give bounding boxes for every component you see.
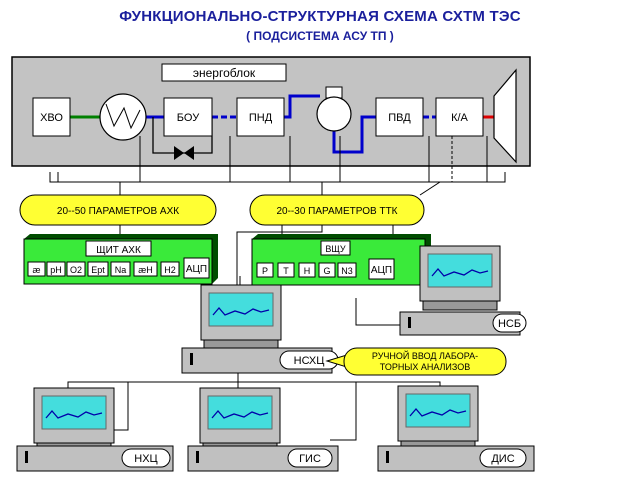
equipment-hvo-label: ХВО xyxy=(40,112,63,124)
monitor-icon xyxy=(397,385,479,451)
param-ttk-label: 20--30 ПАРАМЕТРОВ ТТК xyxy=(276,206,397,217)
computer-dis-label: ДИС xyxy=(491,453,514,465)
computer-nhc: НХЦ xyxy=(16,387,174,472)
sensor-ahk-1: æ xyxy=(32,265,40,275)
computer-nsb: НСБ xyxy=(399,245,527,336)
computer-nsb-label: НСБ xyxy=(498,318,521,330)
monitor-icon xyxy=(200,284,282,350)
monitor-icon xyxy=(419,245,501,311)
monitor-icon xyxy=(199,387,281,453)
manual-entry-line2: ТОРНЫХ АНАЛИЗОВ xyxy=(380,362,470,372)
sensor-ahk-7: H2 xyxy=(164,265,176,275)
manual-entry-badge: РУЧНОЙ ВВОД ЛАБОРА- ТОРНЫХ АНАЛИЗОВ xyxy=(325,347,507,376)
sensor-ahk-3: O2 xyxy=(70,265,82,275)
adc-vshu: АЦП xyxy=(371,265,392,276)
computer-gis-label: ГИС xyxy=(299,453,321,465)
computer-nhc-label: НХЦ xyxy=(134,453,157,465)
param-ahk-badge: 20--50 ПАРАМЕТРОВ АХК xyxy=(19,194,217,226)
manual-entry-line1: РУЧНОЙ ВВОД ЛАБОРА- xyxy=(372,350,478,361)
equipment-pnd-label: ПНД xyxy=(249,112,273,124)
panel-vshu: ВЩУ P T H G N3 АЦП xyxy=(251,234,431,286)
equipment-ka-label: К/А xyxy=(451,112,468,124)
sensor-ahk-2: pH xyxy=(50,265,62,275)
computer-gis: ГИС xyxy=(187,387,339,472)
diagram-subtitle: ( ПОДСИСТЕМА АСУ ТП ) xyxy=(246,29,394,43)
computer-nshc: НСХЦ xyxy=(181,284,339,374)
heat-exchanger xyxy=(99,93,147,141)
pipelines xyxy=(70,94,494,154)
panel-ahk: ЩИТ АХК æ pH O2 Ept Na æН H2 АЦП xyxy=(23,234,218,285)
computer-nshc-label: НСХЦ xyxy=(294,355,325,367)
param-ahk-label: 20--50 ПАРАМЕТРОВ АХК xyxy=(57,206,179,217)
equipment-pvd-label: ПВД xyxy=(388,112,411,124)
param-ttk-badge: 20--30 ПАРАМЕТРОВ ТТК xyxy=(249,194,425,226)
vshu-sensor-row: P T H G N3 АЦП xyxy=(256,258,395,280)
valve-icon xyxy=(174,146,194,160)
panel-ahk-label: ЩИТ АХК xyxy=(96,245,141,256)
sensor-vshu-1: P xyxy=(262,266,268,276)
energy-unit-label: энергоблок xyxy=(193,66,256,80)
equipment-pnd: ПНД xyxy=(236,97,285,137)
deaerator-pump-icon xyxy=(316,86,352,132)
computer-dis: ДИС xyxy=(377,385,535,472)
sensor-ahk-5: Na xyxy=(115,265,127,275)
ahk-sensor-row: æ pH O2 Ept Na æН H2 АЦП xyxy=(27,257,210,279)
equipment-ka: К/А xyxy=(435,97,484,137)
equipment-bou-label: БОУ xyxy=(177,112,200,124)
sensor-vshu-4: G xyxy=(323,266,330,276)
sensor-ahk-6: æН xyxy=(138,265,153,275)
turbine-icon xyxy=(493,68,517,164)
adc-ahk: АЦП xyxy=(186,264,207,275)
equipment-pvd: ПВД xyxy=(375,97,424,137)
sensor-vshu-3: H xyxy=(304,266,311,276)
panel-vshu-label: ВЩУ xyxy=(325,244,345,254)
equipment-bou: БОУ xyxy=(163,97,213,137)
monitor-icon xyxy=(33,387,115,453)
equipment-hvo: ХВО xyxy=(32,97,71,137)
sensor-ahk-4: Ept xyxy=(91,265,105,275)
sensor-vshu-2: T xyxy=(283,266,289,276)
sensor-vshu-5: N3 xyxy=(341,266,353,276)
diagram-title: ФУНКЦИОНАЛЬНО-СТРУКТУРНАЯ СХЕМА СХТМ ТЭС xyxy=(119,8,521,25)
